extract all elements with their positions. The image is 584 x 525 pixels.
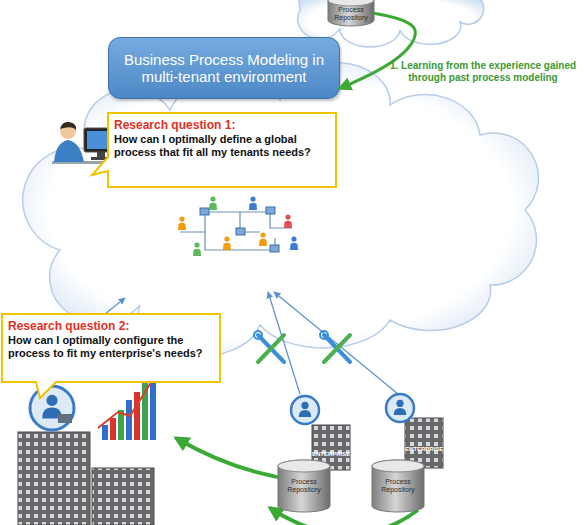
- blue-arrow: [274, 292, 398, 394]
- process-model-illustration: [266, 207, 275, 214]
- user-badge: [58, 414, 72, 423]
- user-badge: [386, 394, 414, 422]
- wrench-icon: [254, 331, 262, 339]
- enterprise-building: [18, 432, 90, 525]
- growth-chart: [134, 392, 140, 440]
- growth-chart: [102, 425, 108, 440]
- wrench-icon: [254, 331, 350, 362]
- callout-shape: [2, 314, 220, 398]
- user-badge: [299, 402, 312, 417]
- callout-shape: [92, 113, 336, 187]
- cylinder-top: [278, 460, 330, 472]
- main-cloud: [23, 62, 539, 356]
- modeler-at-computer: [60, 122, 76, 130]
- main-cloud: [23, 62, 539, 356]
- process-model-illustration: [270, 245, 279, 252]
- cylinder-body: [278, 460, 330, 512]
- process-repository: Process Repository: [278, 460, 330, 512]
- wrench-icon: [258, 335, 284, 362]
- process-model-illustration: [290, 236, 298, 250]
- question-text: How can I optimally define a global proc…: [114, 133, 330, 159]
- blue-arrow: [268, 292, 300, 394]
- enterprise-building: [92, 468, 154, 525]
- repository-label: Process Repository: [372, 478, 424, 494]
- cylinder-top: [372, 460, 424, 472]
- process-model-illustration: [200, 208, 209, 215]
- learning-arrow: [340, 13, 415, 88]
- wrench-icon: [320, 331, 328, 339]
- user-badge: [394, 400, 407, 415]
- building-label: ENTERPRISE: [405, 446, 443, 453]
- building-label: ENTERPRISE: [312, 451, 350, 458]
- question-heading: Research question 1:: [114, 118, 330, 132]
- process-model-illustration: [193, 242, 201, 256]
- process-model-illustration: [178, 216, 186, 230]
- question-callout: Research question 1:How can I optimally …: [108, 113, 336, 187]
- question-callout: Research question 2:How can I optimally …: [2, 314, 220, 382]
- growth-chart: [110, 418, 116, 440]
- process-model-illustration: [223, 236, 231, 250]
- user-badge: [291, 396, 319, 424]
- process-model-illustration: [249, 196, 257, 210]
- cylinder-body: [328, 0, 374, 26]
- repository-label: Process Repository: [328, 6, 374, 22]
- process-model-illustration: [236, 228, 245, 235]
- wrench-icon: [258, 335, 284, 362]
- cylinder-top: [328, 0, 374, 6]
- repository-label: Process Repository: [278, 478, 330, 494]
- process-model-illustration: [178, 196, 298, 256]
- wrench-icon: [324, 335, 350, 362]
- growth-chart: [126, 400, 132, 440]
- question-text: How can I optimally configure the proces…: [8, 334, 214, 360]
- user-badge: [30, 386, 414, 430]
- user-badge: [30, 386, 74, 430]
- modeler-at-computer: [54, 140, 84, 162]
- title-text: Business Process Modeling in multi-tenan…: [115, 51, 333, 85]
- cylinder-body: [372, 460, 424, 512]
- process-repository: Process Repository: [372, 460, 424, 512]
- question-heading: Research question 2:: [8, 319, 214, 333]
- process-model-illustration: [259, 232, 267, 246]
- edge-label: 1. Learning from the experience gained t…: [386, 60, 580, 84]
- process-repository: Process Repository: [328, 0, 374, 26]
- wrench-icon: [324, 335, 350, 362]
- process-model-illustration: [284, 214, 292, 228]
- process-model-illustration: [209, 196, 217, 210]
- title-box: Business Process Modeling in multi-tenan…: [108, 37, 340, 99]
- enterprise-building: [18, 418, 443, 525]
